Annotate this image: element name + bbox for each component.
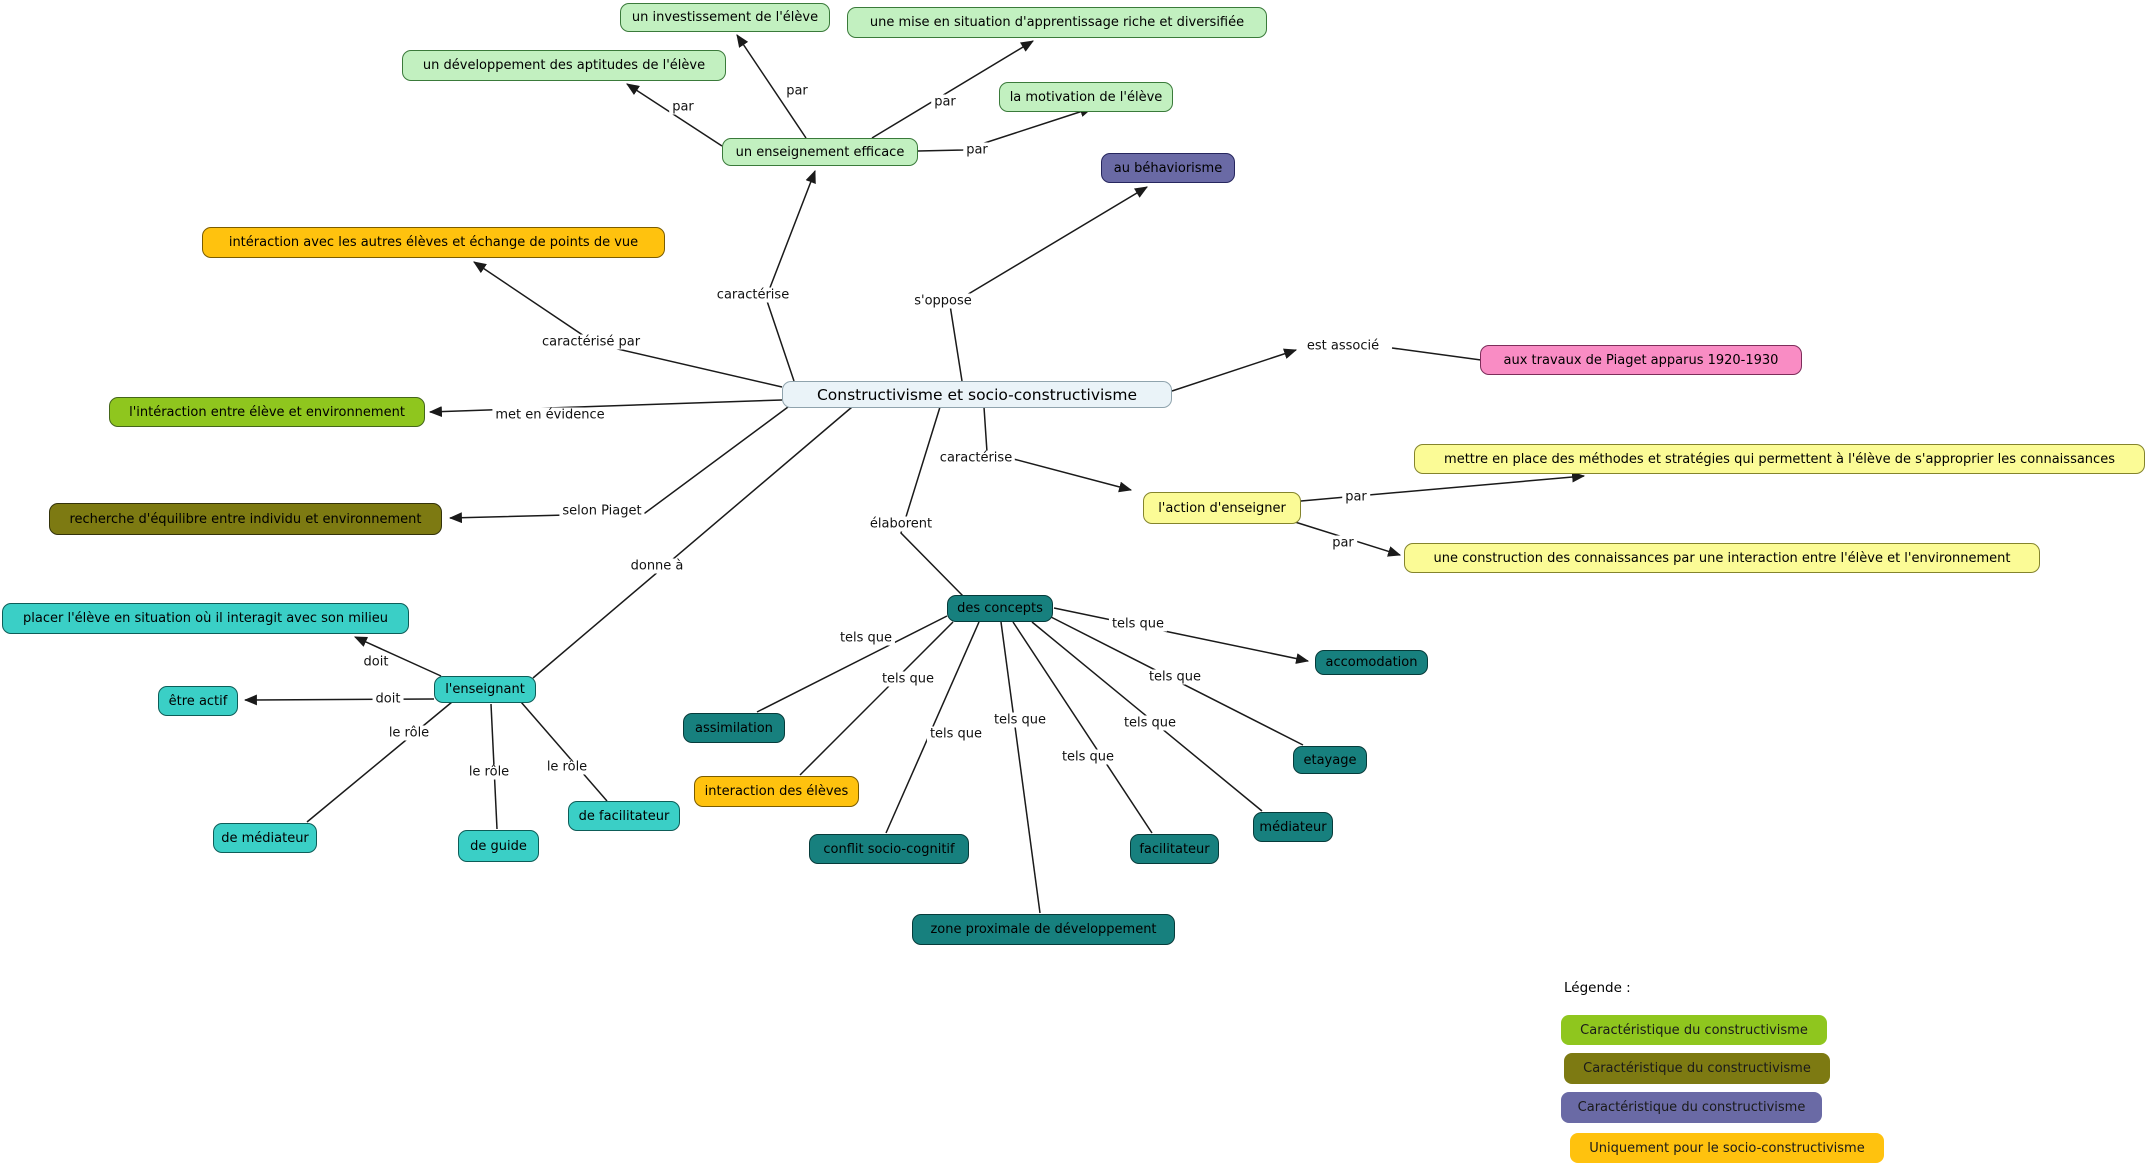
edge-line-2 xyxy=(871,40,1034,139)
link-label-18[interactable]: le rôle xyxy=(465,764,513,780)
node-recherche-d-equilibre[interactable]: recherche d'équilibre entre individu et … xyxy=(49,503,442,535)
edge-line-18 xyxy=(306,701,453,823)
node-mediateur[interactable]: médiateur xyxy=(1253,812,1333,842)
link-label-9[interactable]: selon Piaget xyxy=(559,503,645,519)
edge-line-7 xyxy=(1171,348,1298,392)
node-l-enseignant[interactable]: l'enseignant xyxy=(434,676,536,703)
link-label-11[interactable]: élaborent xyxy=(866,516,936,532)
link-label-13[interactable]: par xyxy=(1342,489,1370,505)
node-accomodation[interactable]: accomodation xyxy=(1315,650,1428,675)
edge-line-24 xyxy=(1000,621,1041,914)
node-travaux-de-piaget[interactable]: aux travaux de Piaget apparus 1920-1930 xyxy=(1480,345,1802,375)
legend-title: Légende : xyxy=(1564,980,1631,996)
link-label-27[interactable]: tels que xyxy=(1108,616,1168,632)
node-de-guide[interactable]: de guide xyxy=(458,830,539,862)
link-label-8[interactable]: met en évidence xyxy=(492,407,608,423)
link-label-23[interactable]: tels que xyxy=(990,712,1050,728)
edge-line-8 xyxy=(1391,347,1482,361)
node-mise-en-situation-apprentissage[interactable]: une mise en situation d'apprentissage ri… xyxy=(847,7,1267,38)
legend-item-2: Caractéristique du constructivisme xyxy=(1561,1092,1822,1123)
node-assimilation[interactable]: assimilation xyxy=(683,713,785,743)
node-un-investissement-de-l-eleve[interactable]: un investissement de l'élève xyxy=(620,3,830,32)
link-label-14[interactable]: par xyxy=(1329,535,1357,551)
legend-item-1: Caractéristique du constructivisme xyxy=(1564,1053,1830,1084)
node-des-concepts[interactable]: des concepts xyxy=(947,595,1053,622)
link-label-17[interactable]: le rôle xyxy=(385,725,433,741)
node-facilitateur[interactable]: facilitateur xyxy=(1130,834,1219,864)
node-de-facilitateur[interactable]: de facilitateur xyxy=(568,801,680,831)
edge-line-17 xyxy=(243,694,435,706)
link-label-6[interactable]: caractérisé par xyxy=(538,334,644,350)
edge-line-6 xyxy=(473,261,783,388)
edge-line-25 xyxy=(1012,621,1153,834)
node-constructivisme-et-socio-constructivisme[interactable]: Constructivisme et socio-constructivisme xyxy=(782,381,1172,408)
link-label-25[interactable]: tels que xyxy=(1120,715,1180,731)
edge-line-13 xyxy=(983,406,1133,493)
link-label-2[interactable]: par xyxy=(931,94,959,110)
node-au-behaviorisme[interactable]: au béhaviorisme xyxy=(1101,153,1235,183)
link-label-16[interactable]: doit xyxy=(372,691,404,707)
link-label-10[interactable]: caractérise xyxy=(936,450,1016,466)
link-label-21[interactable]: tels que xyxy=(878,671,938,687)
link-label-12[interactable]: donne à xyxy=(627,558,687,574)
node-placer-l-eleve-en-situation[interactable]: placer l'élève en situation où il intera… xyxy=(2,603,409,634)
link-label-3[interactable]: par xyxy=(963,142,991,158)
link-label-15[interactable]: doit xyxy=(360,654,392,670)
link-label-22[interactable]: tels que xyxy=(926,726,986,742)
link-label-26[interactable]: tels que xyxy=(1145,669,1205,685)
node-interaction-avec-autres-eleves[interactable]: intéraction avec les autres élèves et éc… xyxy=(202,227,665,258)
link-label-7[interactable]: est associé xyxy=(1303,338,1383,354)
legend-item-3: Uniquement pour le socio-constructivisme xyxy=(1570,1133,1884,1163)
node-motivation-de-l-eleve[interactable]: la motivation de l'élève xyxy=(999,82,1173,112)
edge-line-16 xyxy=(354,636,442,677)
link-label-4[interactable]: caractérise xyxy=(713,287,793,303)
node-un-enseignement-efficace[interactable]: un enseignement efficace xyxy=(722,138,918,166)
edge-line-12 xyxy=(900,406,964,597)
edge-line-21 xyxy=(756,615,948,713)
edge-line-1 xyxy=(626,83,723,147)
node-interaction-des-eleves[interactable]: interaction des élèves xyxy=(694,776,859,807)
node-conflit-socio-cognitif[interactable]: conflit socio-cognitif xyxy=(809,834,969,864)
legend-item-0: Caractéristique du constructivisme xyxy=(1561,1015,1827,1045)
node-developpement-aptitudes-eleve[interactable]: un développement des aptitudes de l'élèv… xyxy=(402,50,726,81)
edge-line-28 xyxy=(1053,607,1310,664)
node-de-mediateur[interactable]: de médiateur xyxy=(213,823,317,853)
edge-line-4 xyxy=(765,169,816,382)
edge-line-10 xyxy=(448,406,789,524)
edge-line-0 xyxy=(736,34,807,139)
edge-line-5 xyxy=(949,186,1148,382)
edge-line-20 xyxy=(520,701,608,802)
node-l-action-d-enseigner[interactable]: l'action d'enseigner xyxy=(1143,492,1301,524)
link-label-0[interactable]: par xyxy=(669,99,697,115)
link-label-24[interactable]: tels que xyxy=(1058,749,1118,765)
node-interaction-eleve-environnement[interactable]: l'intéraction entre élève et environneme… xyxy=(109,397,425,427)
link-label-1[interactable]: par xyxy=(783,83,811,99)
node-zone-proximale-de-developpement[interactable]: zone proximale de développement xyxy=(912,914,1175,945)
link-label-5[interactable]: s'oppose xyxy=(911,293,975,309)
edge-line-22 xyxy=(799,621,954,776)
edge-line-9 xyxy=(428,399,783,418)
edge-line-11 xyxy=(532,406,853,679)
link-label-19[interactable]: le rôle xyxy=(543,759,591,775)
node-etre-actif[interactable]: être actif xyxy=(158,686,238,716)
link-label-20[interactable]: tels que xyxy=(836,630,896,646)
node-construction-des-connaissances[interactable]: une construction des connaissances par u… xyxy=(1404,543,2040,573)
edge-line-3 xyxy=(917,106,1094,152)
node-mettre-en-place-methodes[interactable]: mettre en place des méthodes et stratégi… xyxy=(1414,444,2145,474)
node-etayage[interactable]: etayage xyxy=(1293,746,1367,774)
